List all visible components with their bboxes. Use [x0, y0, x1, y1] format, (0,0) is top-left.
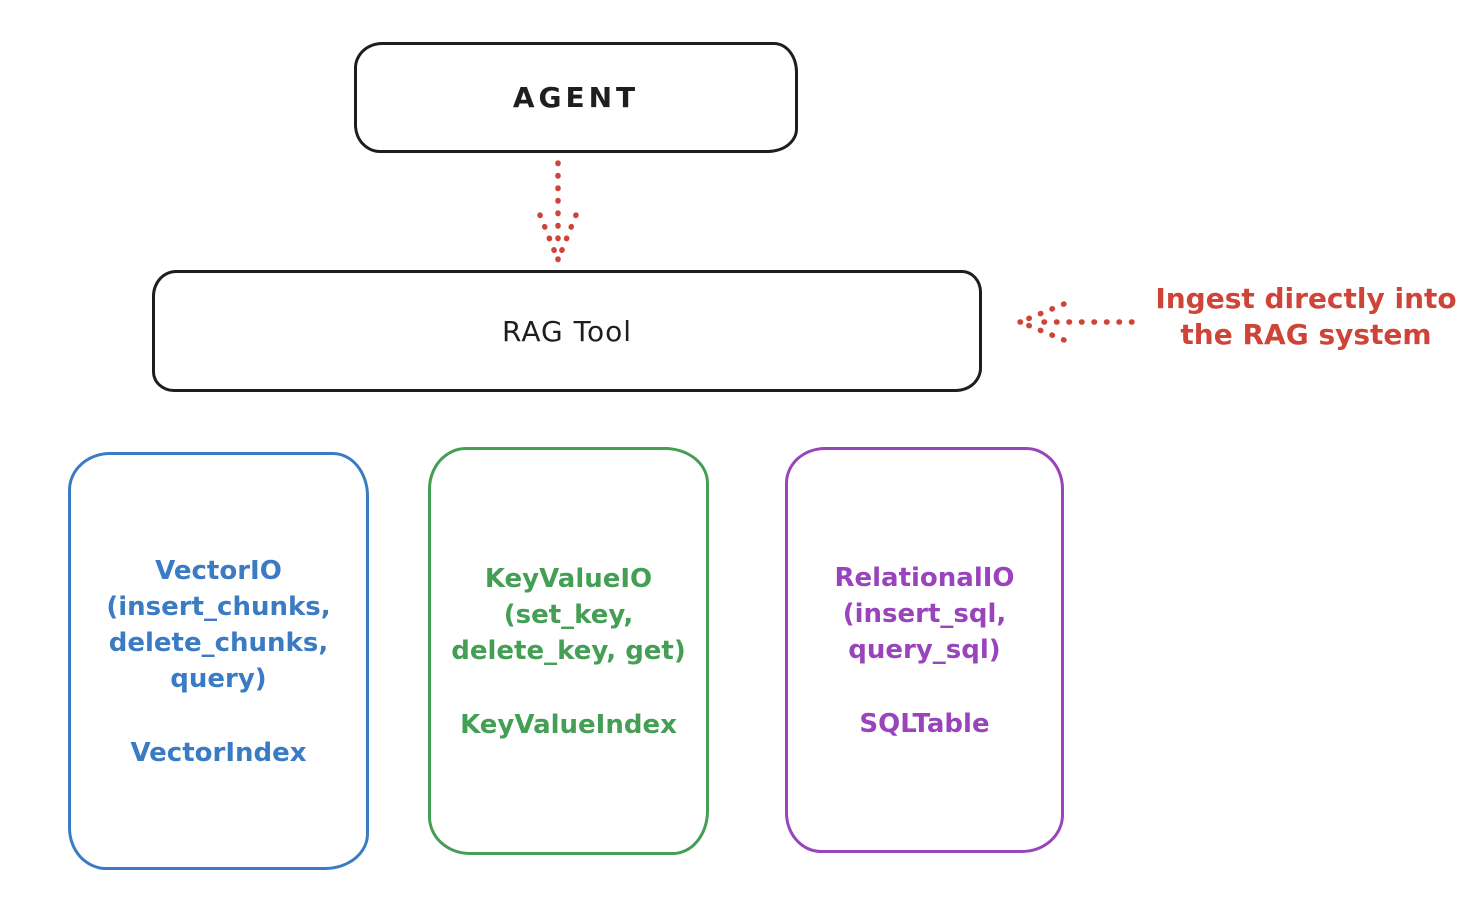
- store-line: (insert_sql,: [842, 599, 1007, 630]
- store-line: query): [170, 663, 267, 694]
- annotation-ingest: Ingest directly into the RAG system: [1138, 281, 1474, 353]
- store-line: (set_key,: [503, 600, 634, 631]
- store-line: delete_key, get): [451, 635, 686, 666]
- store-line: VectorIO: [155, 556, 282, 587]
- node-keyvalue-io[interactable]: KeyValueIO (set_key, delete_key, get) Ke…: [428, 447, 709, 855]
- vector-io-index-label: VectorIndex: [130, 737, 307, 768]
- store-line: KeyValueIO: [484, 564, 653, 595]
- keyvalue-io-signature: KeyValueIO (set_key, delete_key, get): [451, 562, 686, 670]
- node-rag-tool[interactable]: RAG Tool: [152, 270, 982, 392]
- relational-io-index-label: SQLTable: [859, 708, 990, 739]
- node-vector-io[interactable]: VectorIO (insert_chunks, delete_chunks, …: [68, 452, 369, 870]
- node-agent[interactable]: AGENT: [354, 42, 798, 153]
- node-agent-label: AGENT: [512, 81, 640, 114]
- store-line: query_sql): [848, 634, 1001, 665]
- relational-io-signature: RelationalIO (insert_sql, query_sql): [834, 561, 1014, 669]
- node-rag-tool-label: RAG Tool: [502, 314, 632, 348]
- dotted-arrow-left-icon[interactable]: [1012, 294, 1138, 350]
- store-line: delete_chunks,: [108, 628, 329, 658]
- store-line: (insert_chunks,: [106, 592, 331, 623]
- annotation-ingest-line2: the RAG system: [1180, 317, 1432, 351]
- vector-io-signature: VectorIO (insert_chunks, delete_chunks, …: [106, 554, 330, 698]
- dotted-arrow-down-icon[interactable]: [529, 158, 587, 266]
- annotation-ingest-line1: Ingest directly into: [1155, 282, 1457, 315]
- node-relational-io[interactable]: RelationalIO (insert_sql, query_sql) SQL…: [785, 447, 1064, 853]
- store-line: RelationalIO: [834, 563, 1015, 594]
- keyvalue-io-index-label: KeyValueIndex: [460, 709, 677, 740]
